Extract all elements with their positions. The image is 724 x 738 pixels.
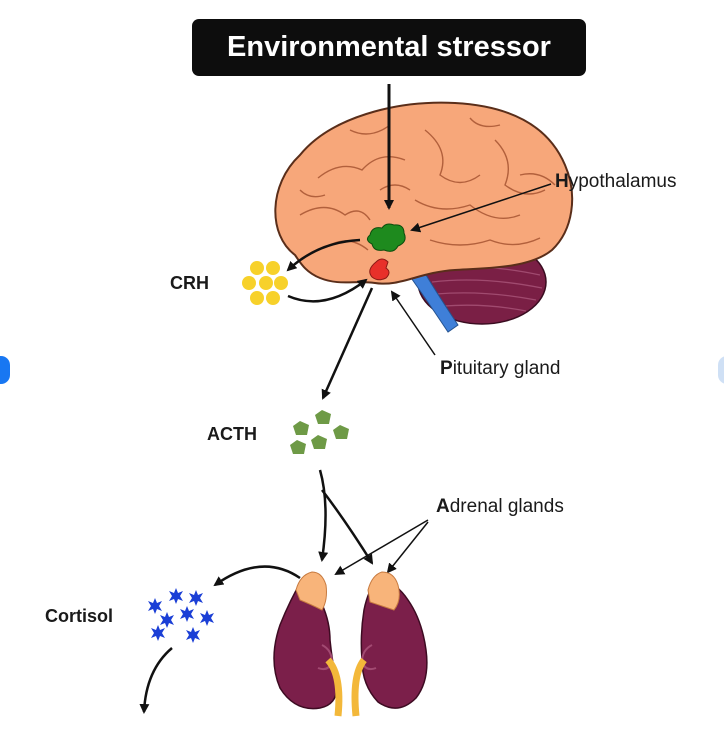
pituitary-pointer [390, 290, 436, 356]
hypothalamus [366, 223, 406, 252]
adrenal-label-initial: A [436, 496, 450, 517]
left-edge-dot [0, 356, 10, 384]
crh-particles [242, 261, 288, 305]
hypothalamus-pointer [410, 183, 552, 233]
crh-release-arrow [286, 238, 361, 272]
adrenal-label: Adrenal glands [436, 496, 564, 518]
acth-to-right-adrenal-arrow [321, 489, 374, 565]
hypothalamus-label: Hypothalamus [555, 171, 676, 193]
acth-particles [290, 410, 349, 454]
cortisol-label: Cortisol [45, 606, 114, 626]
pituitary-label: Pituitary gland [440, 358, 560, 380]
brain [274, 101, 574, 285]
cortisol-stars [148, 588, 214, 643]
cortisol-effect-arrow [139, 647, 173, 714]
crh-to-pituitary-arrow [287, 278, 368, 303]
right-kidney [360, 577, 428, 709]
left-ureter [325, 657, 343, 717]
adrenal-pointer-right [386, 521, 429, 574]
crh-label: CRH [170, 273, 209, 293]
acth-label: ACTH [207, 424, 257, 444]
brainstem [403, 264, 459, 333]
hypothalamus-label-rest: ypothalamus [568, 171, 677, 192]
hypothalamus-label-initial: H [555, 171, 569, 192]
adrenal-label-rest: drenal glands [449, 496, 564, 517]
cortisol-release-arrow [213, 565, 301, 587]
pituitary-label-rest: ituitary gland [452, 358, 561, 379]
adrenal-pointer-left [334, 519, 429, 576]
pituitary-gland [369, 258, 390, 281]
right-edge-dot [718, 356, 724, 384]
acth-to-left-adrenal-arrow [318, 469, 329, 562]
left-adrenal-gland [295, 571, 327, 611]
right-adrenal-gland [367, 571, 400, 611]
pituitary-label-initial: P [440, 358, 453, 379]
right-ureter [351, 657, 367, 717]
title-box: Environmental stressor [192, 19, 586, 76]
diagram-title: Environmental stressor [227, 31, 551, 63]
pituitary-to-acth-arrow [321, 287, 374, 400]
